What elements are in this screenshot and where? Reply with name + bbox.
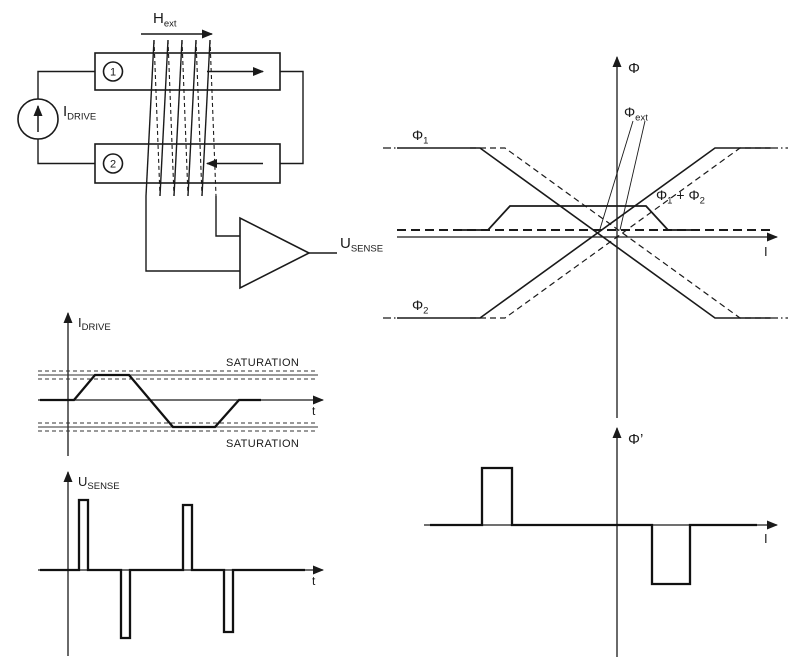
coil-turn-front xyxy=(187,39,197,197)
coil-turn-back xyxy=(167,39,175,197)
u-sense-label: USENSE xyxy=(340,235,383,255)
drive-y-label: IDRIVE xyxy=(78,315,111,333)
flux-vs-current-plot: Φ I Φ1 Φ2 Φext Φ1 + Φ2 xyxy=(383,56,788,418)
phi1-curve xyxy=(397,147,770,319)
i-drive-label: IDRIVE xyxy=(63,103,96,123)
phi2-label: Φ2 xyxy=(412,297,428,317)
coil-turn-front xyxy=(201,39,211,197)
core1-number: 1 xyxy=(110,67,116,79)
core2-number-circle xyxy=(102,153,124,174)
drive-current-waveform xyxy=(40,373,261,429)
flux-derivative-pulses xyxy=(430,466,757,586)
coil-turn-back xyxy=(209,39,217,197)
core2-number: 2 xyxy=(110,159,116,171)
drive-current-plot: IDRIVE t SATURATION SATURATION xyxy=(38,312,324,456)
phi1-label: Φ1 xyxy=(412,127,428,147)
wire-source-to-core1 xyxy=(37,70,95,99)
phi-ext-label: Φext xyxy=(624,104,648,124)
phi-sum-label: Φ1 + Φ2 xyxy=(656,187,705,207)
wire-coil-to-amp-top xyxy=(215,196,240,237)
sense-voltage-plot: USENSE t xyxy=(38,471,324,656)
drive-x-label: t xyxy=(312,404,316,418)
sense-x-label: t xyxy=(312,574,316,588)
sense-voltage-pulses xyxy=(40,498,305,640)
core1-number-circle xyxy=(102,61,124,82)
flux-y-label: Φ xyxy=(628,60,640,77)
coil-turn-back xyxy=(195,39,203,197)
wire-core1-to-core2 xyxy=(280,70,304,165)
saturation-label-upper: SATURATION xyxy=(226,357,299,369)
saturation-label-lower: SATURATION xyxy=(226,438,299,450)
sense-y-label: USENSE xyxy=(78,474,120,492)
phi-ext-leader-line xyxy=(599,120,634,230)
phi-sum-curve xyxy=(455,205,700,231)
deriv-y-label: Φ’ xyxy=(628,431,643,448)
amplifier-triangle xyxy=(239,216,311,290)
sense-coil xyxy=(145,39,217,197)
phi-ext-leader-line xyxy=(619,120,646,231)
coil-turn-front xyxy=(145,39,155,197)
circuit-schematic: Hext 1 2 IDRIVE xyxy=(17,10,383,290)
wire-coil-to-amp-bottom xyxy=(145,196,240,272)
phi2-curve xyxy=(397,147,770,319)
coil-turn-front xyxy=(173,39,183,197)
h-ext-label: Hext xyxy=(153,10,177,30)
phi2-shifted-dashed-curve xyxy=(470,147,774,319)
deriv-x-label: I xyxy=(764,531,768,546)
wire-source-to-core2 xyxy=(37,139,95,165)
saturation-band-upper xyxy=(38,370,318,380)
coil-turn-front xyxy=(159,39,169,197)
flux-x-label: I xyxy=(764,244,768,259)
coil-turn-back xyxy=(153,39,161,197)
coil-turn-back xyxy=(181,39,189,197)
flux-derivative-plot: Φ’ I xyxy=(424,427,778,657)
